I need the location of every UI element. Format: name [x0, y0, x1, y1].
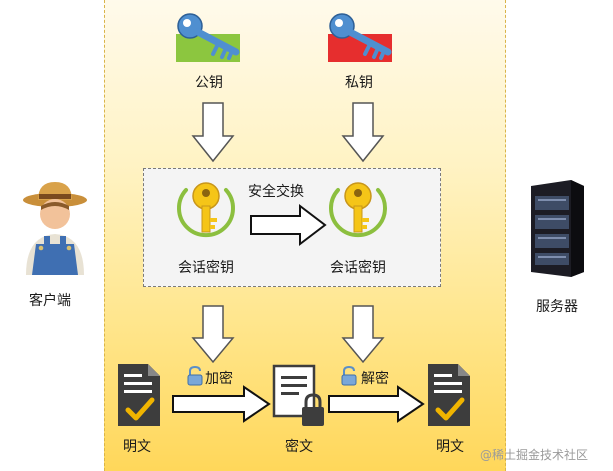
- public-key-icon: [176, 12, 242, 64]
- private-key-icon: [328, 12, 394, 64]
- arrow-right-icon: [328, 385, 425, 423]
- ciphertext-document-icon: [272, 364, 326, 428]
- plaintext-right-label: 明文: [436, 439, 464, 455]
- private-key-label: 私钥: [345, 75, 373, 91]
- session-key-icon: [328, 178, 388, 242]
- arrow-down-icon: [341, 102, 385, 163]
- watermark: @稀土掘金技术社区: [480, 448, 589, 462]
- arrow-right-icon: [172, 385, 271, 423]
- plaintext-document-icon: [118, 364, 160, 426]
- ciphertext-label: 密文: [285, 439, 313, 455]
- server-icon: [526, 178, 586, 278]
- arrow-down-icon: [191, 102, 235, 163]
- plaintext-left-label: 明文: [123, 439, 151, 455]
- lock-open-icon: [186, 365, 204, 386]
- client-person-icon: [14, 180, 96, 275]
- session-key-left-label: 会话密钥: [178, 260, 234, 276]
- arrow-down-icon: [191, 305, 235, 364]
- arrow-down-icon: [341, 305, 385, 364]
- public-key-label: 公钥: [195, 75, 223, 91]
- plaintext-document-icon: [428, 364, 470, 426]
- decrypt-label: 解密: [361, 371, 389, 387]
- lock-open-icon: [340, 365, 358, 386]
- arrow-right-icon: [250, 203, 327, 247]
- encrypt-label: 加密: [205, 371, 233, 387]
- server-label: 服务器: [536, 299, 578, 315]
- client-label: 客户端: [29, 293, 71, 309]
- session-key-icon: [176, 178, 236, 242]
- session-key-right-label: 会话密钥: [330, 260, 386, 276]
- secure-exchange-label: 安全交换: [248, 184, 304, 200]
